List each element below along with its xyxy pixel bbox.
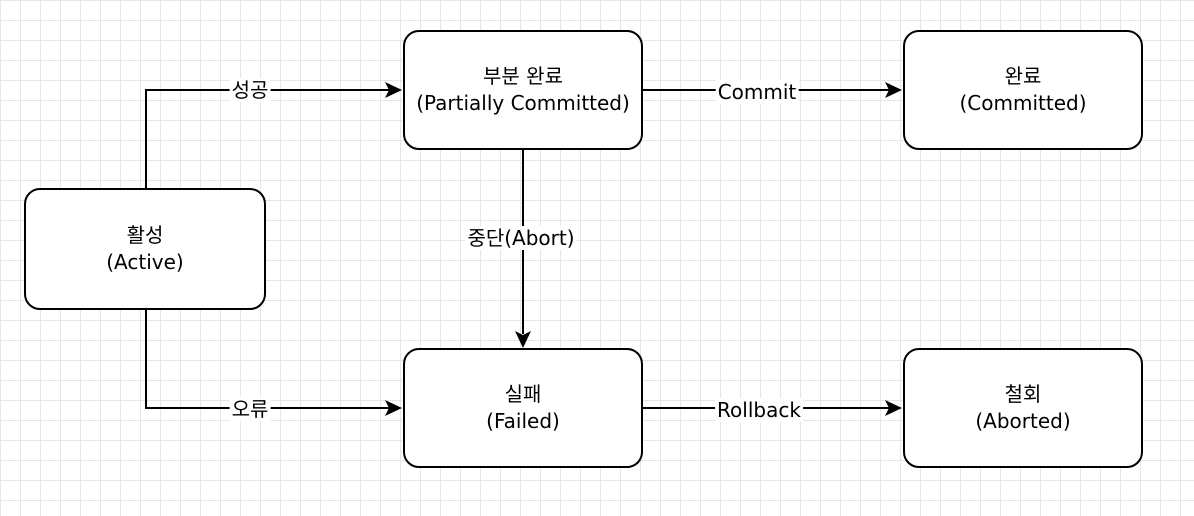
state-partially-committed[interactable]: 부분 완료 (Partially Committed) [403, 30, 643, 150]
arrowhead-abort [515, 331, 531, 348]
state-aborted-title: 철회 [1004, 382, 1042, 406]
state-committed-title: 완료 [1004, 64, 1042, 88]
state-committed[interactable]: 완료 (Committed) [903, 30, 1143, 150]
state-active[interactable]: 활성 (Active) [24, 188, 266, 310]
edge-error-label: 오류 [229, 397, 271, 421]
arrowhead-success [385, 82, 402, 98]
state-aborted-subtitle: (Aborted) [975, 409, 1071, 433]
state-committed-subtitle: (Committed) [959, 91, 1087, 115]
state-failed-subtitle: (Failed) [486, 409, 560, 433]
edge-error [145, 310, 390, 409]
edge-rollback-label: Rollback [715, 398, 803, 422]
state-failed-title: 실패 [504, 382, 542, 406]
edge-success [145, 89, 390, 188]
edge-abort-label: 중단(Abort) [465, 226, 577, 250]
state-active-subtitle: (Active) [106, 250, 184, 274]
state-failed[interactable]: 실패 (Failed) [403, 348, 643, 468]
arrowhead-error [385, 400, 402, 416]
edge-success-label: 성공 [229, 78, 271, 102]
state-aborted[interactable]: 철회 (Aborted) [903, 348, 1143, 468]
state-active-title: 활성 [126, 223, 164, 247]
state-partially-committed-title: 부분 완료 [483, 64, 563, 88]
edge-commit-label: Commit [715, 80, 799, 104]
state-partially-committed-subtitle: (Partially Committed) [416, 91, 630, 115]
arrowhead-rollback [885, 400, 902, 416]
arrowhead-commit [885, 82, 902, 98]
